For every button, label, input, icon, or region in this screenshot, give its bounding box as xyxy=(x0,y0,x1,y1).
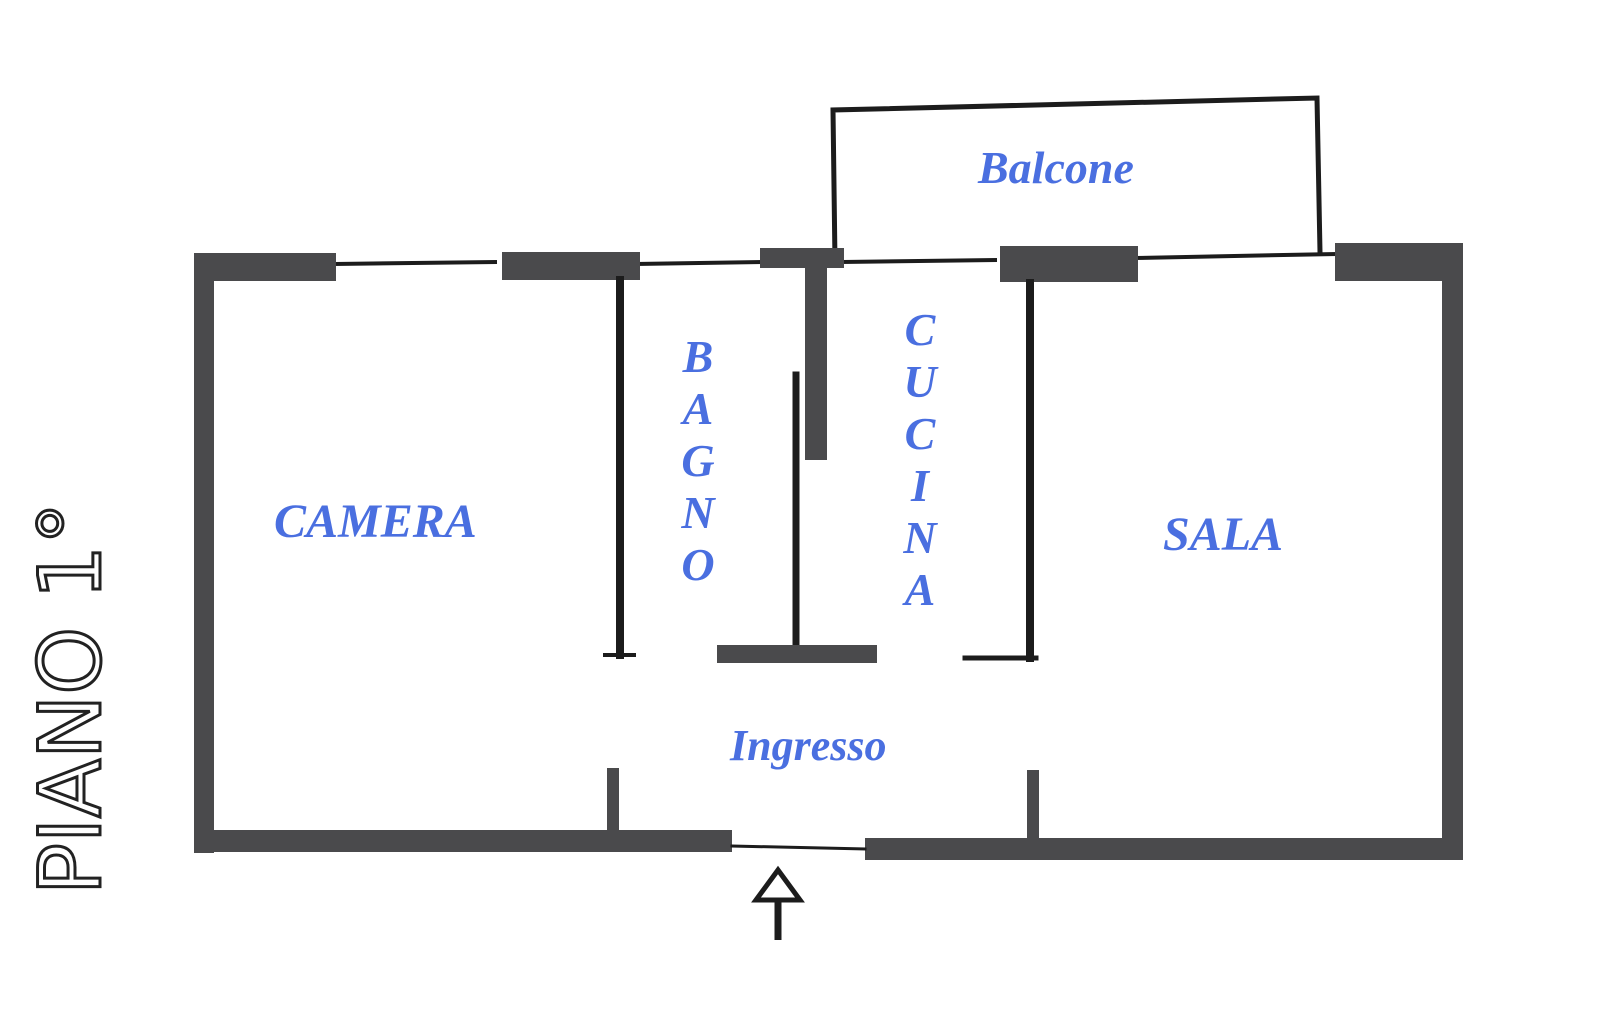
room-label-letter: C xyxy=(905,408,937,459)
wall-top-pier-1 xyxy=(502,252,640,280)
wall-right xyxy=(1442,243,1463,860)
wall-left xyxy=(194,253,214,853)
room-label-letter: O xyxy=(681,539,714,590)
wall-stub-left xyxy=(607,768,619,832)
room-label-letter: I xyxy=(910,460,931,511)
entrance-threshold xyxy=(730,844,867,851)
room-label-letter: N xyxy=(680,487,716,538)
arrow-up-icon xyxy=(751,865,805,940)
top-wall-thin-segments xyxy=(332,251,1338,267)
wall-bottom-right xyxy=(865,838,1463,860)
wall-top-pier-2 xyxy=(760,248,844,268)
balcony-outline xyxy=(830,95,1323,265)
wall-bottom-left xyxy=(194,830,732,852)
room-label-letter: N xyxy=(902,512,938,563)
room-label-camera: CAMERA xyxy=(274,495,477,548)
room-label-ingresso: Ingresso xyxy=(729,721,887,770)
interior-walls xyxy=(603,262,1039,838)
room-label-letter: C xyxy=(905,304,937,355)
room-label-sala: SALA xyxy=(1163,508,1283,561)
wall-top-right xyxy=(1335,243,1463,281)
room-label-letter: A xyxy=(902,564,936,615)
room-label-letter: B xyxy=(682,331,714,382)
room-label-balcone: Balcone xyxy=(977,142,1134,193)
room-label-letter: U xyxy=(903,356,939,407)
wall-top-left xyxy=(196,253,336,281)
wall-top-pier-3 xyxy=(1000,246,1138,282)
floor-label: PIANO 1° xyxy=(21,502,121,895)
room-label-letter: G xyxy=(681,435,714,486)
wall-stub-right xyxy=(1027,770,1039,838)
wall-bagno-cucina-upper xyxy=(805,262,827,460)
wall-bagno-ingresso xyxy=(717,645,877,663)
room-label-letter: A xyxy=(680,383,714,434)
outer-walls xyxy=(194,243,1463,860)
